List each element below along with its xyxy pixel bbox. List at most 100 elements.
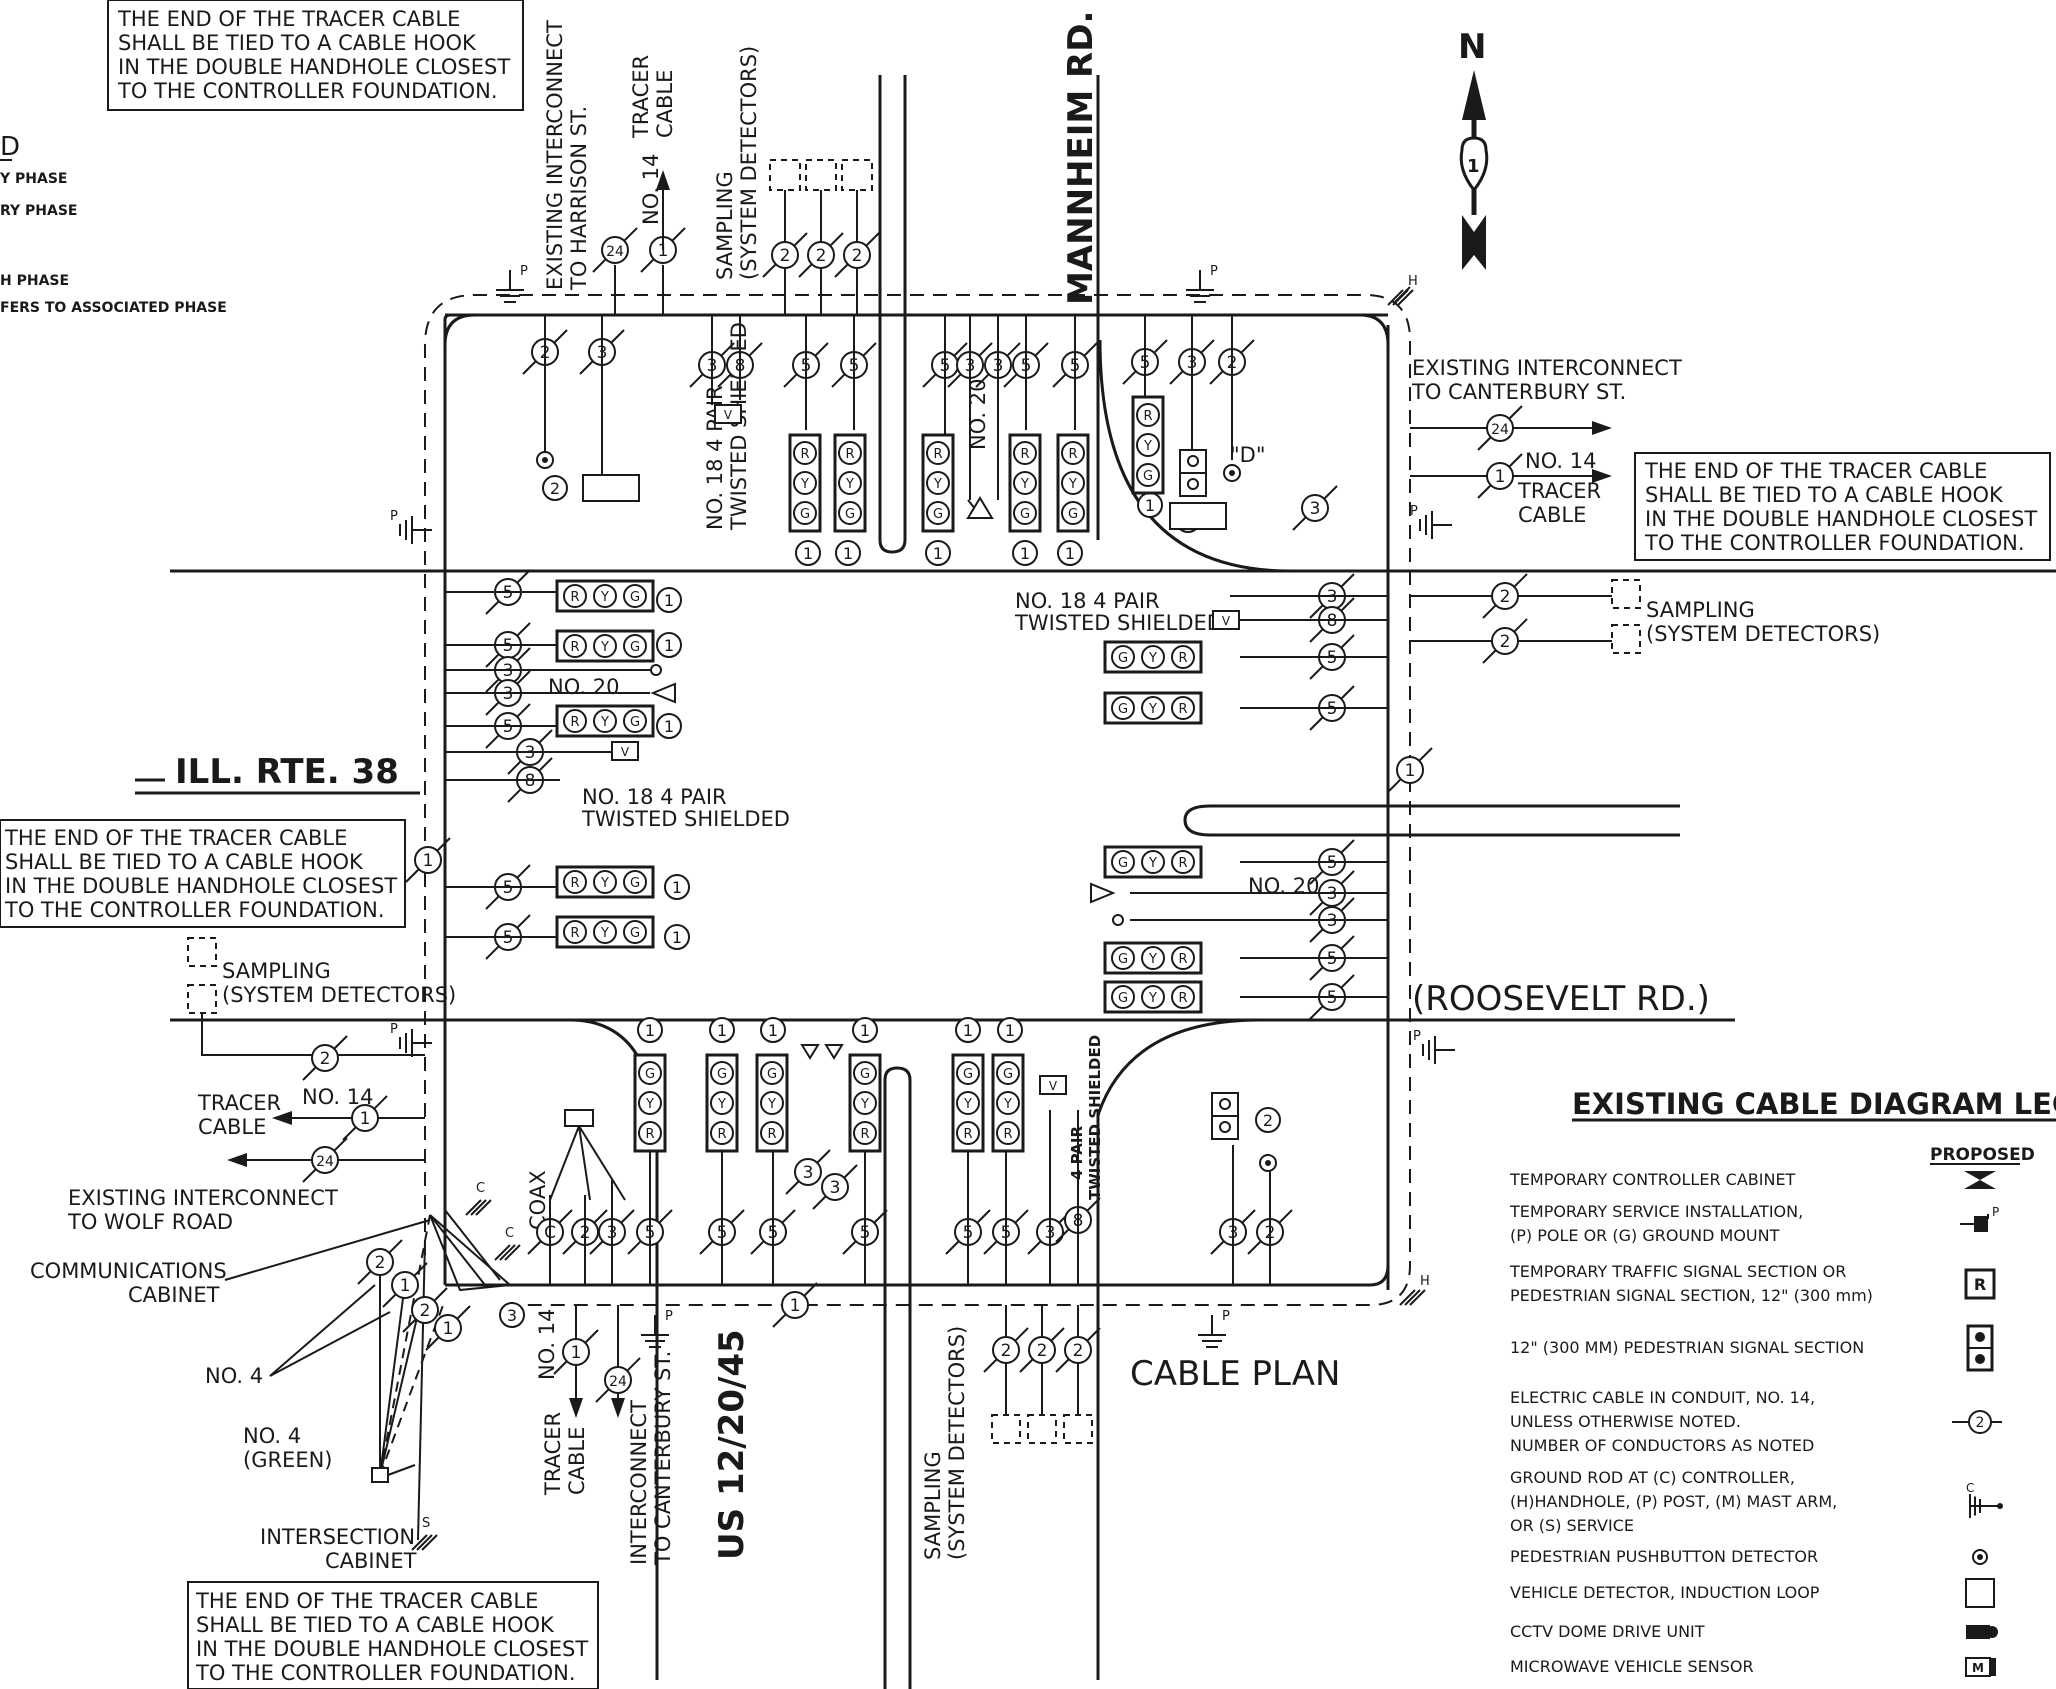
svg-text:C: C [476, 1181, 485, 1196]
handhole-ground-icon: H [1399, 1274, 1430, 1306]
svg-text:SHALL BE TIED TO A CABLE HOOK: SHALL BE TIED TO A CABLE HOOK [196, 1613, 555, 1637]
phase-label: 1 [843, 544, 853, 563]
lens-letter: G [1068, 507, 1078, 522]
phase-label: 1 [803, 544, 813, 563]
svg-text:SAMPLING: SAMPLING [1646, 598, 1755, 622]
tracer-note-top: THE END OF THE TRACER CABLE SHALL BE TIE… [107, 0, 524, 111]
phase-number: 2 [542, 475, 568, 501]
conductor-count: 3 [830, 1178, 841, 1198]
conductor-count-bubble: 3 [785, 1149, 831, 1195]
svg-text:TO WOLF ROAD: TO WOLF ROAD [67, 1210, 233, 1234]
svg-text:TRACER: TRACER [541, 1412, 565, 1496]
signal-head: GYR [705, 1053, 739, 1153]
phase-number: 3 [499, 1302, 525, 1328]
signal-lens [996, 1121, 1020, 1145]
lens-letter: G [1118, 651, 1128, 666]
signal-lens [1136, 403, 1160, 427]
signal-lens [563, 920, 587, 944]
lens-letter: G [860, 1067, 870, 1082]
lens-letter: R [1178, 651, 1187, 666]
loop-detector-icon [1965, 1578, 1995, 1608]
lens-letter: Y [1003, 1097, 1012, 1112]
label-interconnect-canterbury-south: INTERCONNECT TO CANTERBURY ST. [611, 1305, 675, 1566]
ground-rod-icon: P [390, 509, 432, 544]
conductor-count: 3 [1310, 499, 1321, 519]
ground-rod-icon: C [1966, 1481, 2003, 1518]
ground-rod-type: P [1410, 504, 1418, 519]
ground-rod-type: P [1210, 264, 1218, 279]
svg-text:FERS TO ASSOCIATED PHASE: FERS TO ASSOCIATED PHASE [0, 300, 227, 316]
lens-letter: G [1143, 469, 1153, 484]
lens-letter: R [767, 1127, 776, 1142]
svg-text:TWISTED SHIELDED: TWISTED SHIELDED [581, 807, 790, 831]
horn-icon [650, 682, 676, 704]
lens-letter: Y [600, 590, 609, 605]
signal-lens [996, 1061, 1020, 1085]
label-no4-green: NO. 4 (GREEN) [243, 1424, 333, 1472]
signal-lens [956, 1091, 980, 1115]
svg-text:P: P [1992, 1205, 1999, 1219]
cable-icon: 2 [1952, 1410, 2002, 1434]
ground-rod-icon: C [465, 1181, 492, 1216]
svg-text:C: C [505, 1226, 514, 1241]
phase-label: 1 [1020, 544, 1030, 563]
phase-number: 1 [795, 540, 821, 566]
phase-label: 1 [1065, 544, 1075, 563]
signal-lens [996, 1091, 1020, 1115]
svg-text:Y PHASE: Y PHASE [0, 171, 67, 187]
signal-lens [1111, 946, 1135, 970]
lens-letter: R [1020, 447, 1029, 462]
lens-letter: Y [1068, 477, 1077, 492]
legend-text: (H)HANDHOLE, (P) POST, (M) MAST ARM, [1510, 1492, 1837, 1511]
svg-text:NO. 4: NO. 4 [205, 1364, 263, 1388]
lens-letter: Y [600, 715, 609, 730]
lens-letter: R [570, 590, 579, 605]
signal-lens [1111, 645, 1135, 669]
lens-letter: R [963, 1127, 972, 1142]
ground-rod-icon: P [1186, 264, 1218, 303]
conductor-count-bubble: 1 [405, 837, 451, 883]
phase-label: 2 [1263, 1111, 1273, 1130]
phase-label: 1 [1145, 496, 1155, 515]
signal-lens [838, 471, 862, 495]
phase-label: 1 [717, 1021, 727, 1040]
phase-label: 1 [933, 544, 943, 563]
tracer-note-west: THE END OF THE TRACER CABLE SHALL BE TIE… [0, 819, 406, 928]
lens-letter: G [630, 715, 640, 730]
lens-letter: Y [1143, 439, 1152, 454]
cabinet-wiring [371, 1209, 513, 1483]
signal-lens [1013, 441, 1037, 465]
signal-lens [1171, 946, 1195, 970]
signal-lens [623, 920, 647, 944]
svg-text:S: S [422, 1516, 430, 1531]
conductor-count: 1 [400, 1276, 411, 1296]
lens-letter: R [645, 1127, 654, 1142]
svg-text:NO. 18 4 PAIR: NO. 18 4 PAIR [1015, 589, 1160, 613]
ground-rod-icon: P [641, 1309, 673, 1348]
lens-letter: Y [1148, 952, 1157, 967]
signal-lens [638, 1061, 662, 1085]
ground-rod-icon: P [390, 1022, 432, 1057]
lens-letter: Y [1020, 477, 1029, 492]
signal-lens [793, 501, 817, 525]
signal-lens [1141, 696, 1165, 720]
lens-letter: R [800, 447, 809, 462]
lens-letter: Y [1148, 702, 1157, 717]
signal-head: GYR [991, 1053, 1025, 1153]
svg-text:1: 1 [1467, 156, 1480, 177]
conductor-count: 24 [606, 244, 624, 260]
svg-text:CABINET: CABINET [128, 1283, 220, 1307]
conductor-count: 2 [852, 246, 863, 266]
conductor-count: 3 [803, 1163, 814, 1183]
conductor-count: 1 [1495, 467, 1506, 487]
label-interconnect-wolf: EXISTING INTERCONNECT TO WOLF ROAD [67, 1186, 338, 1234]
signal-lens [853, 1121, 877, 1145]
phase-number: 1 [656, 713, 682, 739]
lens-letter: R [1143, 409, 1152, 424]
svg-text:NO. 14: NO. 14 [1525, 449, 1596, 473]
svg-text:TRACER: TRACER [197, 1091, 281, 1115]
signal-lens [1171, 850, 1195, 874]
